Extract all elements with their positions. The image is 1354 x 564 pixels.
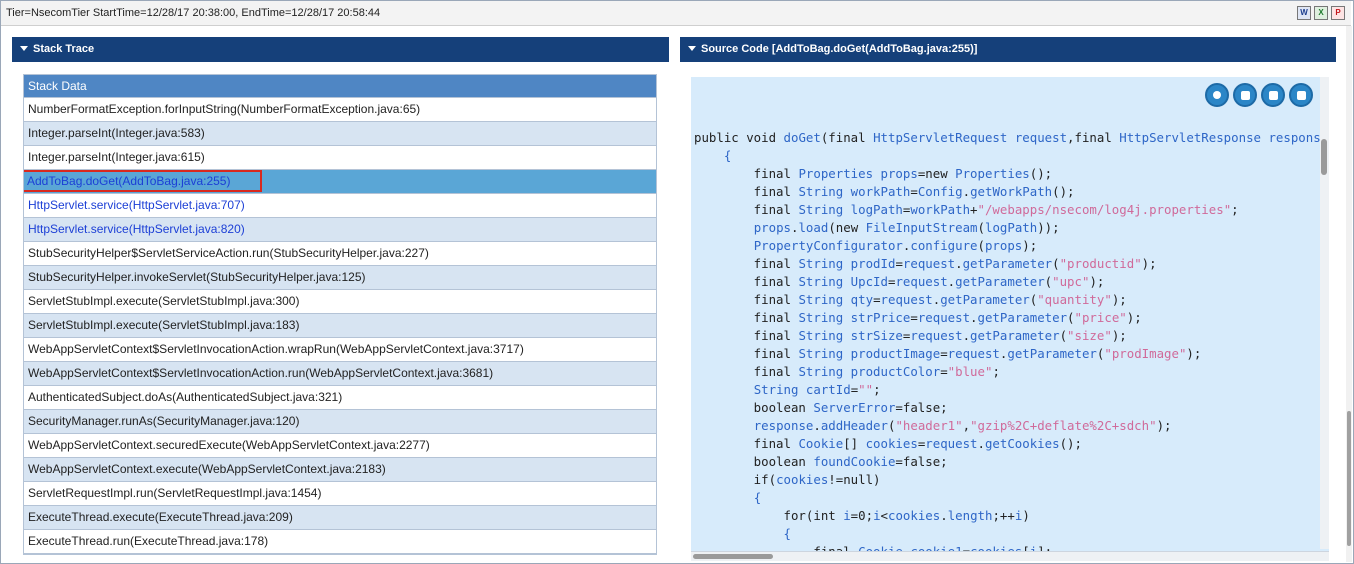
copy-icon[interactable]	[1233, 83, 1257, 107]
stack-frame-row[interactable]: ExecuteThread.run(ExecuteThread.java:178…	[24, 530, 656, 554]
stack-trace-panel: Stack Data NumberFormatException.forInpu…	[12, 62, 669, 562]
export-toolbar: W X P	[1297, 6, 1345, 20]
stack-frame-text: HttpServlet.service(HttpServlet.java:707…	[28, 198, 245, 212]
source-code-title: Source Code [AddToBag.doGet(AddToBag.jav…	[701, 43, 978, 55]
stack-trace-title: Stack Trace	[33, 43, 95, 55]
stack-frame-text: AddToBag.doGet(AddToBag.java:255)	[24, 170, 263, 192]
stack-frame-row[interactable]: ExecuteThread.execute(ExecuteThread.java…	[24, 506, 656, 530]
code-toolbar	[1205, 83, 1313, 107]
stack-frame-text: ServletStubImpl.execute(ServletStubImpl.…	[28, 318, 300, 332]
email-icon[interactable]	[1289, 83, 1313, 107]
stack-frame-text: Integer.parseInt(Integer.java:615)	[28, 150, 205, 164]
stack-frame-row[interactable]: StubSecurityHelper$ServletServiceAction.…	[24, 242, 656, 266]
source-code-text: public void doGet(final HttpServletReque…	[694, 130, 1329, 559]
stack-frame-text: ServletRequestImpl.run(ServletRequestImp…	[28, 486, 322, 500]
stack-frame-row[interactable]: ServletStubImpl.execute(ServletStubImpl.…	[24, 290, 656, 314]
source-code-panel-header[interactable]: Source Code [AddToBag.doGet(AddToBag.jav…	[680, 37, 1336, 62]
stack-frame-row[interactable]: WebAppServletContext$ServletInvocationAc…	[24, 338, 656, 362]
stack-frame-text: Integer.parseInt(Integer.java:583)	[28, 126, 205, 140]
stack-frame-row[interactable]: HttpServlet.service(HttpServlet.java:820…	[24, 218, 656, 242]
download-icon[interactable]	[1261, 83, 1285, 107]
excel-icon[interactable]: X	[1314, 6, 1328, 20]
stack-frame-text: WebAppServletContext$ServletInvocationAc…	[28, 342, 524, 356]
code-horizontal-scrollbar[interactable]	[691, 551, 1329, 561]
chevron-down-icon	[688, 45, 696, 51]
stack-frame-text: ExecuteThread.run(ExecuteThread.java:178…	[28, 534, 269, 548]
stack-frame-text: StubSecurityHelper$ServletServiceAction.…	[28, 246, 429, 260]
stack-frame-text: ExecuteThread.execute(ExecuteThread.java…	[28, 510, 293, 524]
scrollbar-thumb[interactable]	[1347, 411, 1351, 546]
stack-frame-row[interactable]: Integer.parseInt(Integer.java:615)	[24, 146, 656, 170]
camera-icon[interactable]	[1205, 83, 1229, 107]
stack-frame-text: SecurityManager.runAs(SecurityManager.ja…	[28, 414, 300, 428]
stack-frame-row[interactable]: AddToBag.doGet(AddToBag.java:255)	[24, 170, 656, 194]
stack-frame-row[interactable]: ServletRequestImpl.run(ServletRequestImp…	[24, 482, 656, 506]
stack-data-column-header: Stack Data	[24, 75, 656, 98]
stack-frame-text: HttpServlet.service(HttpServlet.java:820…	[28, 222, 245, 236]
stack-frame-row[interactable]: Integer.parseInt(Integer.java:583)	[24, 122, 656, 146]
stack-frame-row[interactable]: WebAppServletContext.securedExecute(WebA…	[24, 434, 656, 458]
source-code-panel: public void doGet(final HttpServletReque…	[680, 62, 1336, 562]
stack-frame-text: AuthenticatedSubject.doAs(AuthenticatedS…	[28, 390, 343, 404]
stack-frame-row[interactable]: NumberFormatException.forInputString(Num…	[24, 98, 656, 122]
stack-data-table: Stack Data NumberFormatException.forInpu…	[23, 74, 657, 555]
stack-frame-row[interactable]: StubSecurityHelper.invokeServlet(StubSec…	[24, 266, 656, 290]
code-vertical-scrollbar[interactable]	[1320, 77, 1329, 549]
stack-frame-text: WebAppServletContext.execute(WebAppServl…	[28, 462, 386, 476]
scrollbar-thumb[interactable]	[1321, 139, 1327, 175]
stack-frame-row[interactable]: WebAppServletContext.execute(WebAppServl…	[24, 458, 656, 482]
stack-frame-text: WebAppServletContext$ServletInvocationAc…	[28, 366, 494, 380]
scrollbar-thumb[interactable]	[693, 554, 773, 559]
stack-frame-text: StubSecurityHelper.invokeServlet(StubSec…	[28, 270, 366, 284]
stack-frame-row[interactable]: SecurityManager.runAs(SecurityManager.ja…	[24, 410, 656, 434]
pdf-icon[interactable]: P	[1331, 6, 1345, 20]
stack-frame-row[interactable]: ServletStubImpl.execute(ServletStubImpl.…	[24, 314, 656, 338]
report-header-bar: Tier=NsecomTier StartTime=12/28/17 20:38…	[1, 1, 1351, 26]
stack-trace-panel-header[interactable]: Stack Trace	[12, 37, 669, 62]
word-icon[interactable]: W	[1297, 6, 1311, 20]
stack-frame-text: NumberFormatException.forInputString(Num…	[28, 102, 421, 116]
stack-frame-text: WebAppServletContext.securedExecute(WebA…	[28, 438, 430, 452]
report-title: Tier=NsecomTier StartTime=12/28/17 20:38…	[6, 7, 381, 19]
stack-frame-text: ServletStubImpl.execute(ServletStubImpl.…	[28, 294, 300, 308]
page-vertical-scrollbar[interactable]	[1346, 26, 1352, 562]
chevron-down-icon	[20, 45, 28, 51]
stack-frame-row[interactable]: WebAppServletContext$ServletInvocationAc…	[24, 362, 656, 386]
source-code-viewer[interactable]: public void doGet(final HttpServletReque…	[691, 77, 1329, 559]
stack-frame-row[interactable]: HttpServlet.service(HttpServlet.java:707…	[24, 194, 656, 218]
stack-frame-row[interactable]: AuthenticatedSubject.doAs(AuthenticatedS…	[24, 386, 656, 410]
